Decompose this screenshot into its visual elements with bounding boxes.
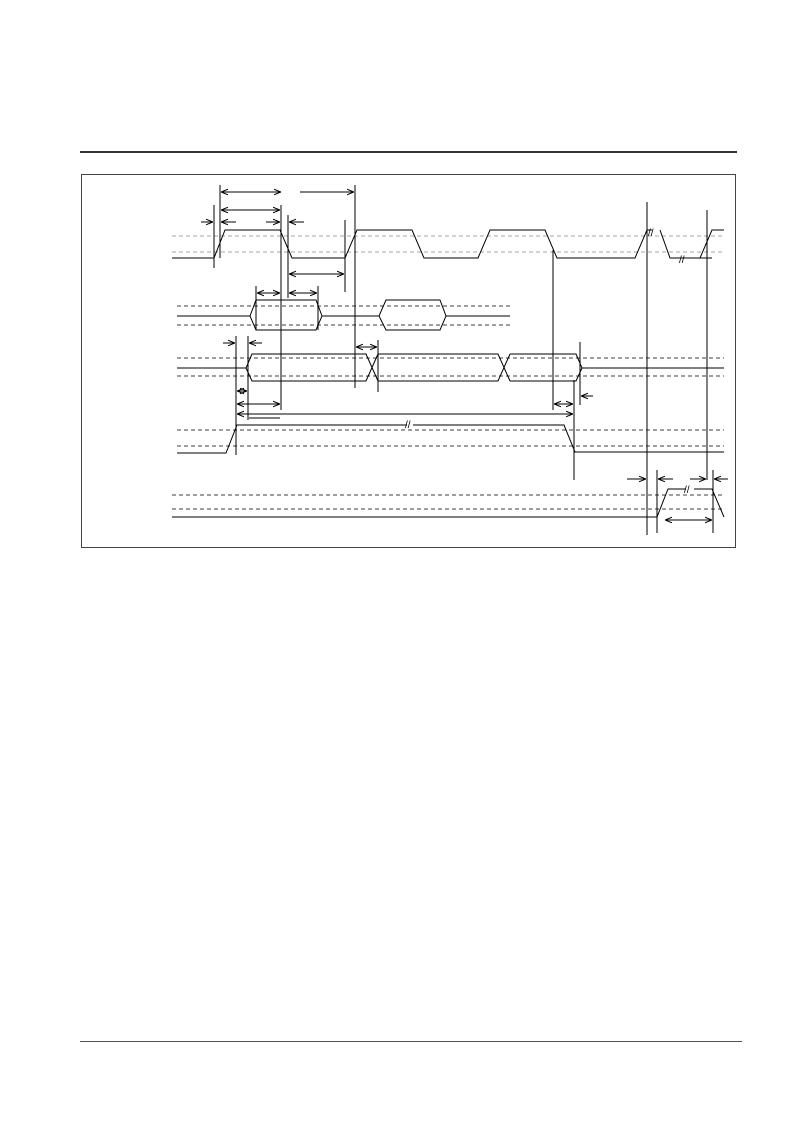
footer-rule (80, 1041, 742, 1042)
reference-lines (213, 185, 714, 535)
clock-signal: // // (172, 228, 724, 266)
clock-waveform (172, 229, 652, 259)
data-long-seg2-bot (378, 353, 511, 382)
clock-waveform-tail (659, 229, 712, 259)
enable-waveform (177, 424, 407, 454)
enable-signal: // (177, 420, 724, 454)
data-long-seg3-bot (510, 367, 583, 382)
header-rule (80, 151, 737, 153)
enable-waveform-2 (413, 424, 724, 453)
clock-waveform-end (699, 229, 724, 259)
output-waveform-2 (694, 488, 725, 518)
output-break-marker: // (684, 485, 690, 496)
enable-break-marker: // (405, 420, 411, 431)
output-signal: // (172, 485, 725, 518)
timing-arrows (201, 192, 728, 520)
data-short-signal (177, 299, 510, 331)
data-long-seg3-top (510, 353, 583, 369)
clock-break-marker-2: // (679, 255, 685, 266)
output-waveform (172, 488, 686, 518)
clock-break-marker: // (648, 228, 654, 239)
data-long-signal (177, 353, 724, 382)
data-short-valid-1 (249, 299, 323, 331)
data-long-seg1-bot (245, 353, 379, 382)
data-short-valid-2 (378, 299, 447, 331)
diagram-frame (81, 174, 736, 548)
